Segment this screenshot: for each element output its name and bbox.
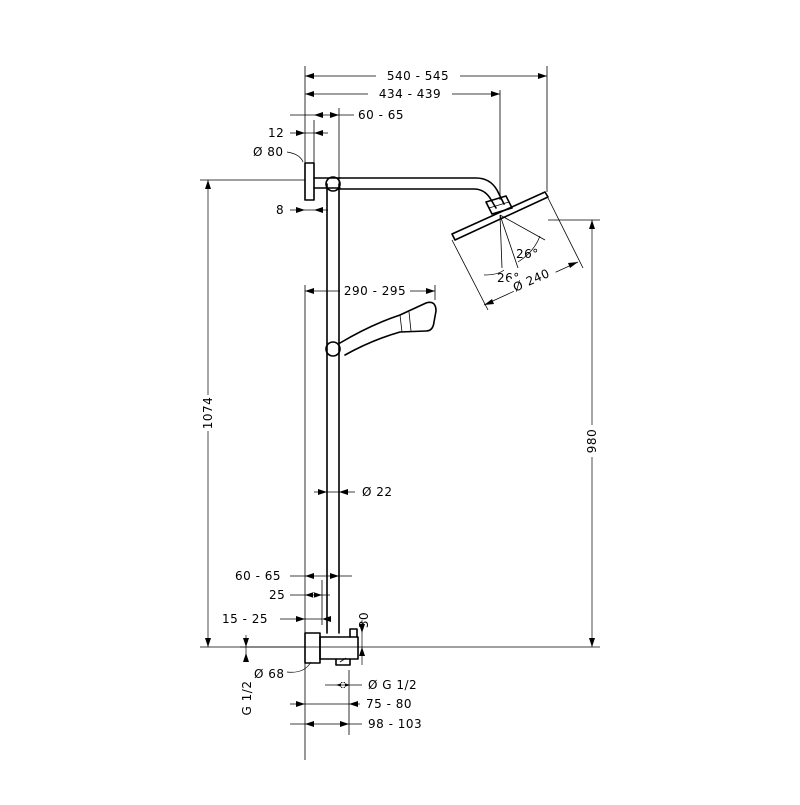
label-wall-plate-gap: 12 <box>268 126 284 140</box>
leader-rosette <box>286 661 312 673</box>
dimension-lines <box>200 66 600 760</box>
wall-plate-top <box>304 162 315 201</box>
label-hand-shower-reach: 290 - 295 <box>344 284 406 298</box>
mixer-wall-rosette <box>304 632 321 664</box>
shower-arm-upper <box>338 177 505 205</box>
overhead-shower-head <box>451 191 549 241</box>
lower-extension-lines <box>304 285 436 760</box>
mixer-body <box>319 636 359 660</box>
label-outlet-thread: Ø G 1/2 <box>368 678 417 692</box>
arrowheads <box>205 73 595 727</box>
label-wall-plate-dia: Ø 80 <box>253 145 284 159</box>
arc-right <box>517 235 541 263</box>
label-inlet-thread-left: G 1/2 <box>240 681 254 716</box>
vertical-rail <box>326 183 340 634</box>
shower-system-outline <box>304 162 549 666</box>
label-tilt-right: 26° <box>516 247 539 261</box>
label-overall-width: 540 - 545 <box>387 69 449 83</box>
swivel-ring <box>488 201 510 209</box>
rail-top-joint <box>325 176 341 192</box>
mixer-detail <box>339 657 347 663</box>
swivel-joint <box>485 195 513 215</box>
label-mixer-depth: 75 - 80 <box>366 697 412 711</box>
mixer-bottom-outlet <box>335 658 351 666</box>
hand-shower-head-lines <box>399 311 412 333</box>
label-inlet-range: 15 - 25 <box>222 612 268 626</box>
tilt-angle-lines <box>499 214 546 269</box>
top-extension-lines <box>304 66 548 200</box>
hand-shower-holder <box>325 341 341 357</box>
label-mixer-total: 98 - 103 <box>368 717 422 731</box>
label-head-height: 980 <box>585 429 599 453</box>
dimension-labels: 540 - 545 434 - 439 60 - 65 12 Ø 80 8 10… <box>200 68 600 731</box>
head-extension-lines <box>451 197 584 311</box>
label-mixer-gap: 25 <box>269 588 285 602</box>
mixer-outlet <box>349 628 358 638</box>
label-arm-offset: 60 - 65 <box>358 108 404 122</box>
shower-arm-lower <box>338 188 497 209</box>
label-arm-reach: 434 - 439 <box>379 87 441 101</box>
leader-wall-plate <box>286 151 304 163</box>
hand-shower <box>339 301 437 356</box>
label-rail-diameter: Ø 22 <box>362 485 393 499</box>
label-mixer-offset: 60 - 65 <box>235 569 281 583</box>
label-total-height: 1074 <box>201 397 215 430</box>
arc-left <box>483 269 505 276</box>
label-rosette-dia: Ø 68 <box>254 667 285 681</box>
label-wall-plate-depth: 8 <box>276 203 284 217</box>
label-inlet-height: 30 <box>357 612 371 628</box>
